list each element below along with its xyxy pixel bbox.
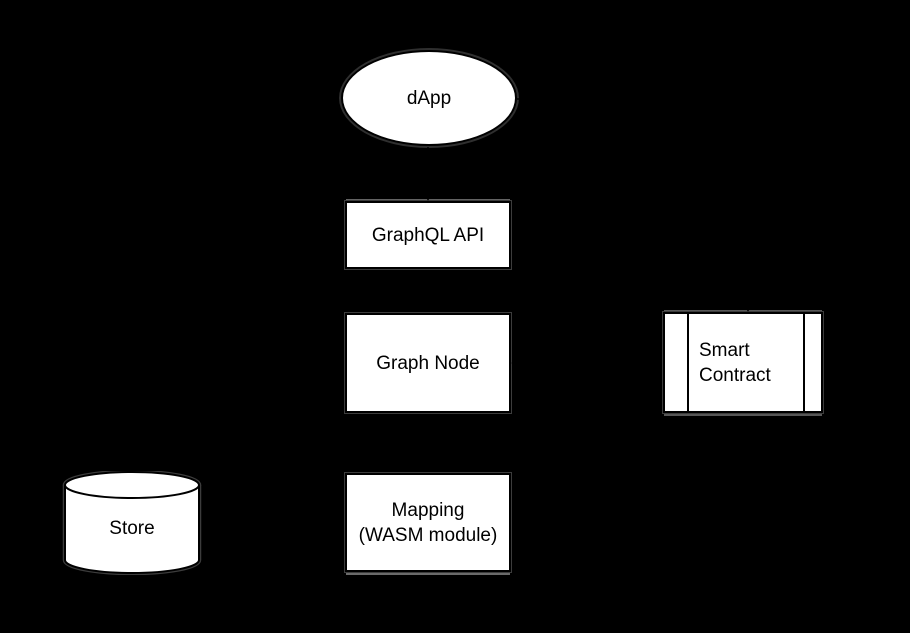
node-graphql-api-label: GraphQL API <box>371 224 485 246</box>
node-smart-contract-label: Smart Contract <box>699 339 771 386</box>
node-mapping-label: Mapping (WASM module) <box>358 499 498 546</box>
node-graph-node: Graph Node <box>345 313 511 413</box>
node-mapping: Mapping (WASM module) <box>345 473 511 572</box>
node-smart-contract: Smart Contract <box>663 312 823 413</box>
node-dapp: dApp <box>341 50 517 146</box>
process-inner-bar-right <box>803 314 805 411</box>
node-graphql-api: GraphQL API <box>345 201 511 269</box>
edge-dapp-to-smart-contract <box>517 98 752 312</box>
node-store: Store <box>62 471 202 575</box>
node-store-label: Store <box>109 518 155 539</box>
edge-store-to-graph-node <box>130 363 344 470</box>
cylinder-shape <box>62 471 202 575</box>
node-dapp-label: dApp <box>406 87 452 109</box>
process-inner-bar-left <box>687 314 689 411</box>
node-graph-node-label: Graph Node <box>376 352 480 374</box>
